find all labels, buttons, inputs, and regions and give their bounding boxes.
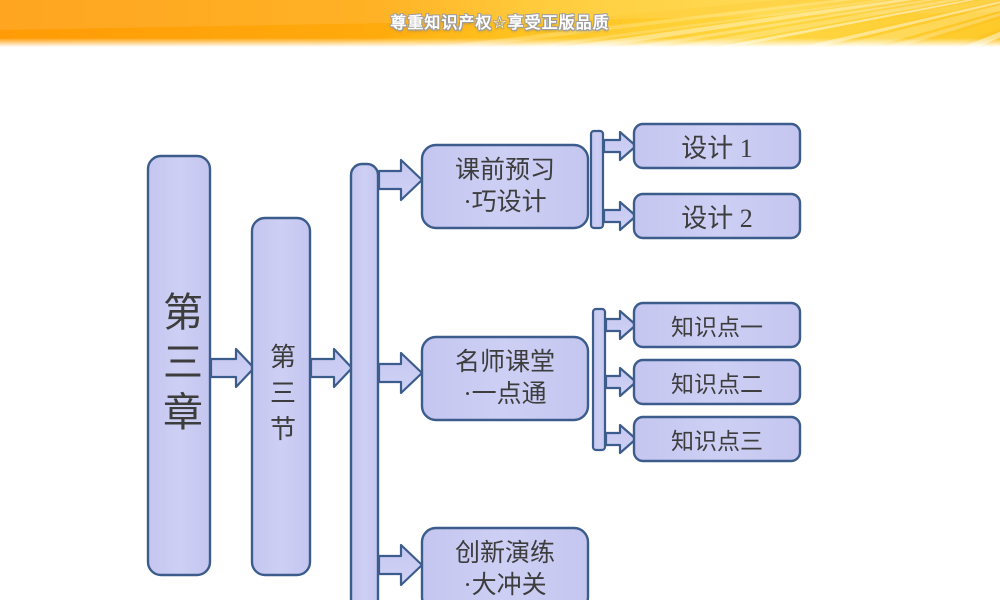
arrow-branch-2-to-child-1 xyxy=(604,309,638,341)
node-branch-2-child-1-box[interactable] xyxy=(632,301,802,349)
arrow-branch-1-to-child-2 xyxy=(602,200,638,232)
arrow-spine-to-branch-3 xyxy=(377,543,424,587)
diagram-canvas xyxy=(146,122,802,600)
header-banner: 尊重知识产权☆享受正版品质 xyxy=(0,0,1000,47)
arrow-spine-to-branch-2 xyxy=(377,351,424,395)
arrow-branch-2-to-child-3 xyxy=(604,423,638,455)
node-branch-2-child-3-box[interactable] xyxy=(632,415,802,463)
node-chapter-box[interactable] xyxy=(146,154,212,577)
connector-bar-branch-2 xyxy=(591,307,607,452)
arrow-section-to-spine xyxy=(309,347,354,389)
banner-slogan: 尊重知识产权☆享受正版品质 xyxy=(390,13,610,32)
node-branch-3-box[interactable] xyxy=(420,526,590,600)
chapter-flow-diagram: 第三章 第三节 课前预习 ·巧设计 设计 1 设计 2 名师课堂 ·一点通 知识… xyxy=(0,47,1000,600)
arrow-chapter-to-section xyxy=(209,347,256,389)
node-branch-1-box[interactable] xyxy=(420,143,590,230)
connector-bar-branch-1 xyxy=(589,129,605,230)
node-section-box[interactable] xyxy=(250,216,312,577)
node-branch-1-child-2-box[interactable] xyxy=(632,192,802,240)
node-branch-1-child-1-box[interactable] xyxy=(632,122,802,170)
node-branch-2-box[interactable] xyxy=(420,335,590,422)
node-branch-2-child-2-box[interactable] xyxy=(632,358,802,406)
arrow-spine-to-branch-1 xyxy=(377,158,424,202)
arrow-branch-2-to-child-2 xyxy=(604,366,638,398)
arrow-branch-1-to-child-1 xyxy=(602,130,638,162)
node-spine-bar[interactable] xyxy=(349,162,380,600)
banner-bottom-fade xyxy=(0,38,1000,47)
